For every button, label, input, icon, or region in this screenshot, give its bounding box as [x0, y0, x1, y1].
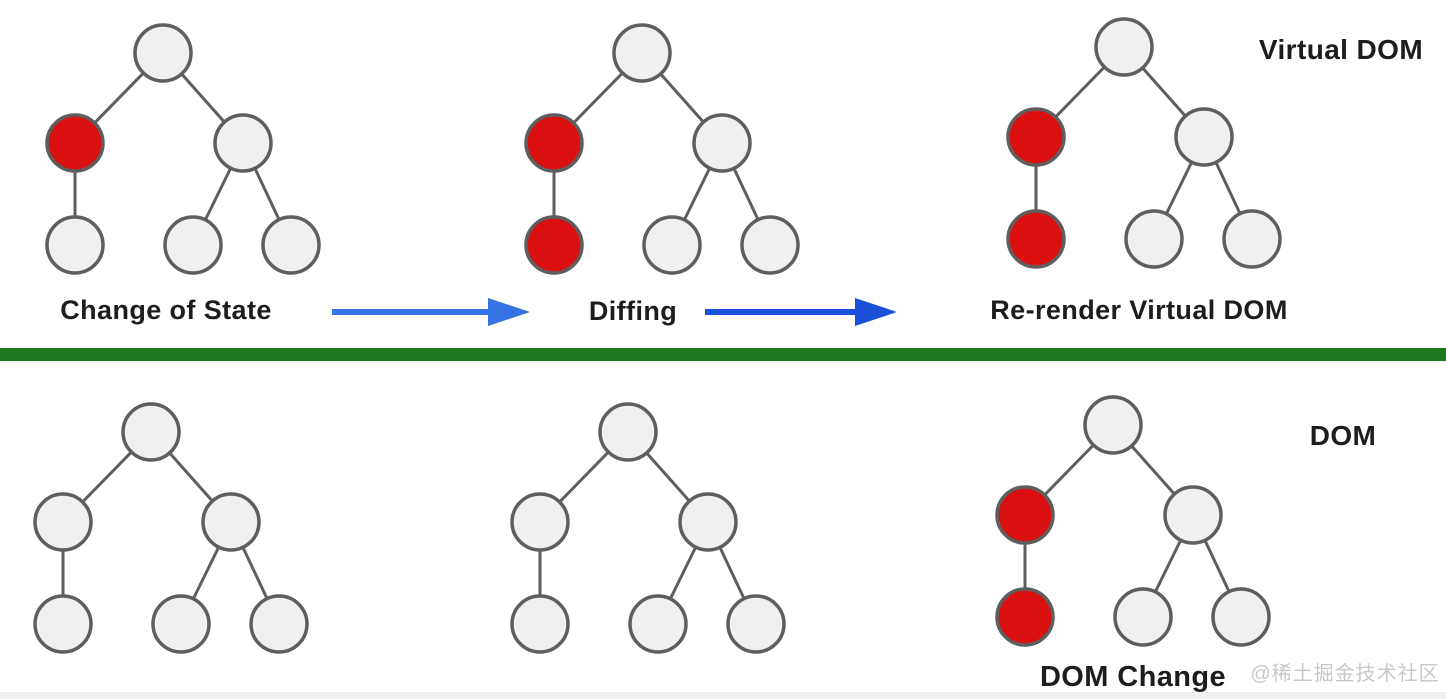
tree-node-default	[692, 113, 752, 173]
tree-vdom-diffing	[524, 23, 800, 275]
tree-node-default	[1083, 395, 1143, 455]
dom-change-label: DOM Change	[1039, 661, 1227, 693]
arrow-head	[855, 298, 897, 326]
tree-node-default	[1113, 587, 1173, 647]
tree-node-default	[510, 594, 570, 654]
tree-node-default	[726, 594, 786, 654]
tree-node-default	[740, 215, 800, 275]
tree-node-default	[1163, 485, 1223, 545]
tree-node-default	[1094, 17, 1154, 77]
dom-section-label: DOM	[1309, 420, 1377, 451]
arrow-state-to-diffing-icon	[332, 298, 530, 326]
tree-node-default	[510, 492, 570, 552]
tree-node-changed	[995, 485, 1055, 545]
footer-strip	[0, 692, 1446, 699]
tree-node-default	[249, 594, 309, 654]
tree-node-changed	[1006, 107, 1066, 167]
arrow-head	[488, 298, 530, 326]
tree-node-default	[151, 594, 211, 654]
tree-node-changed	[995, 587, 1055, 647]
tree-node-default	[213, 113, 273, 173]
tree-node-default	[598, 402, 658, 462]
tree-node-default	[261, 215, 321, 275]
tree-node-default	[678, 492, 738, 552]
watermark-text: @稀土掘金技术社区	[1250, 663, 1440, 685]
tree-node-default	[45, 215, 105, 275]
tree-node-default	[33, 492, 93, 552]
tree-node-default	[642, 215, 702, 275]
arrow-diffing-to-rerender-icon	[705, 298, 897, 326]
tree-dom-before-2	[510, 402, 786, 654]
tree-vdom-rerender	[1006, 17, 1282, 269]
tree-node-default	[133, 23, 193, 83]
tree-node-default	[163, 215, 223, 275]
tree-node-default	[201, 492, 261, 552]
tree-node-changed	[524, 113, 584, 173]
tree-node-default	[612, 23, 672, 83]
tree-node-changed	[524, 215, 584, 275]
change-of-state-label: Change of State	[60, 295, 272, 325]
tree-node-default	[33, 594, 93, 654]
rerender-virtual-dom-label: Re-render Virtual DOM	[990, 295, 1288, 325]
tree-dom-before-1	[33, 402, 309, 654]
tree-node-changed	[1006, 209, 1066, 269]
virtual-dom-section-label: Virtual DOM	[1258, 34, 1424, 65]
tree-node-default	[1174, 107, 1234, 167]
tree-node-default	[1222, 209, 1282, 269]
tree-node-default	[1211, 587, 1271, 647]
tree-dom-change	[995, 395, 1271, 647]
section-divider-line	[0, 348, 1446, 361]
tree-node-default	[628, 594, 688, 654]
tree-vdom-change-of-state	[45, 23, 321, 275]
diffing-label: Diffing	[588, 296, 678, 326]
tree-node-changed	[45, 113, 105, 173]
tree-node-default	[1124, 209, 1184, 269]
tree-node-default	[121, 402, 181, 462]
